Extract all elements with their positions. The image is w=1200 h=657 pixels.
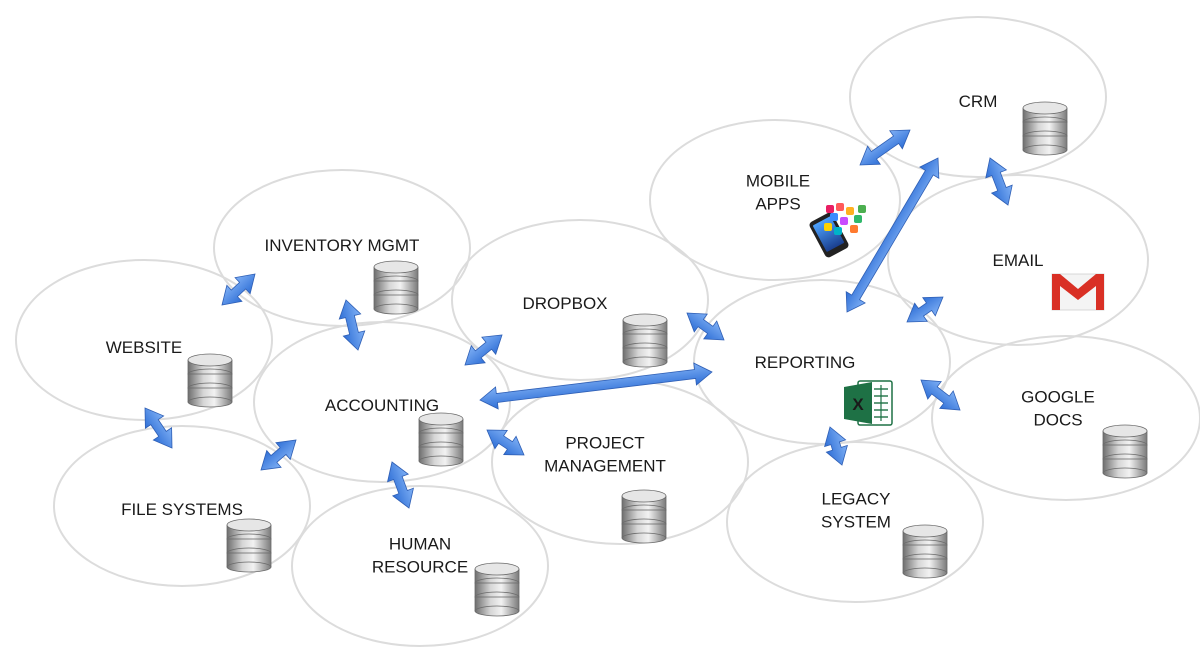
database-icon — [621, 489, 667, 544]
arrow-crm-reporting — [845, 157, 940, 313]
database-icon — [622, 313, 668, 368]
arrow-accounting-hr — [387, 461, 414, 509]
node-label-google: DOCS — [1033, 411, 1082, 430]
arrow-accounting-files — [260, 439, 297, 471]
node-label-legacy: SYSTEM — [821, 513, 891, 532]
node-circles — [15, 16, 1200, 647]
svg-text:X: X — [852, 395, 864, 414]
node-label-email: EMAIL — [992, 251, 1043, 270]
connection-arrows — [144, 129, 1013, 509]
database-icon — [902, 524, 948, 579]
node-circle-email — [887, 174, 1149, 346]
arrow-website-files — [144, 407, 173, 449]
arrow-crm-email — [985, 157, 1013, 206]
node-circle-crm — [849, 16, 1107, 178]
mobile-apps-icon — [809, 203, 866, 258]
node-circle-google — [931, 335, 1200, 501]
excel-icon: X — [844, 380, 893, 426]
node-label-dropbox: DROPBOX — [522, 294, 607, 313]
arrow-reporting-legacy — [824, 426, 848, 466]
node-label-project: PROJECT — [565, 434, 644, 453]
node-circle-hr — [291, 485, 549, 647]
node-label-accounting: ACCOUNTING — [325, 396, 439, 415]
node-label-hr: HUMAN — [389, 535, 451, 554]
arrow-accounting-inventory — [338, 299, 366, 351]
gmail-icon — [1051, 273, 1105, 311]
database-icon — [1102, 424, 1148, 479]
node-label-legacy: LEGACY — [822, 490, 891, 509]
node-label-reporting: REPORTING — [755, 353, 856, 372]
database-icon — [187, 353, 233, 408]
node-icons: X — [187, 101, 1148, 617]
arrow-dropbox-reporting — [686, 312, 725, 341]
database-icon — [373, 260, 419, 315]
node-label-project: MANAGEMENT — [544, 457, 666, 476]
arrow-reporting-google — [920, 379, 961, 411]
database-icon — [1022, 101, 1068, 156]
node-label-mobile: APPS — [755, 195, 800, 214]
node-circle-website — [15, 259, 273, 421]
node-label-mobile: MOBILE — [746, 172, 810, 191]
arrow-accounting-reporting — [479, 362, 713, 410]
arrow-mobile-crm — [859, 129, 911, 166]
node-label-website: WEBSITE — [106, 338, 183, 357]
node-circle-files — [53, 425, 311, 587]
arrow-accounting-dropbox — [464, 334, 503, 366]
node-label-crm: CRM — [959, 92, 998, 111]
database-icon — [418, 412, 464, 467]
node-circle-dropbox — [451, 219, 709, 381]
database-icon — [226, 518, 272, 573]
node-labels: CRM MOBILE APPS EMAIL INVENTORY MGMT DROPBOX R… — [106, 92, 1095, 577]
node-circle-accounting — [253, 321, 511, 483]
node-label-inventory: INVENTORY MGMT — [265, 236, 420, 255]
database-icon — [474, 562, 520, 617]
node-circle-legacy — [726, 441, 984, 603]
node-circle-mobile — [649, 119, 901, 281]
arrow-website-inventory — [221, 273, 256, 306]
arrow-email-reporting — [906, 296, 944, 323]
node-label-files: FILE SYSTEMS — [121, 500, 243, 519]
node-label-hr: RESOURCE — [372, 558, 468, 577]
node-label-google: GOOGLE — [1021, 388, 1095, 407]
arrow-accounting-project — [486, 429, 525, 456]
